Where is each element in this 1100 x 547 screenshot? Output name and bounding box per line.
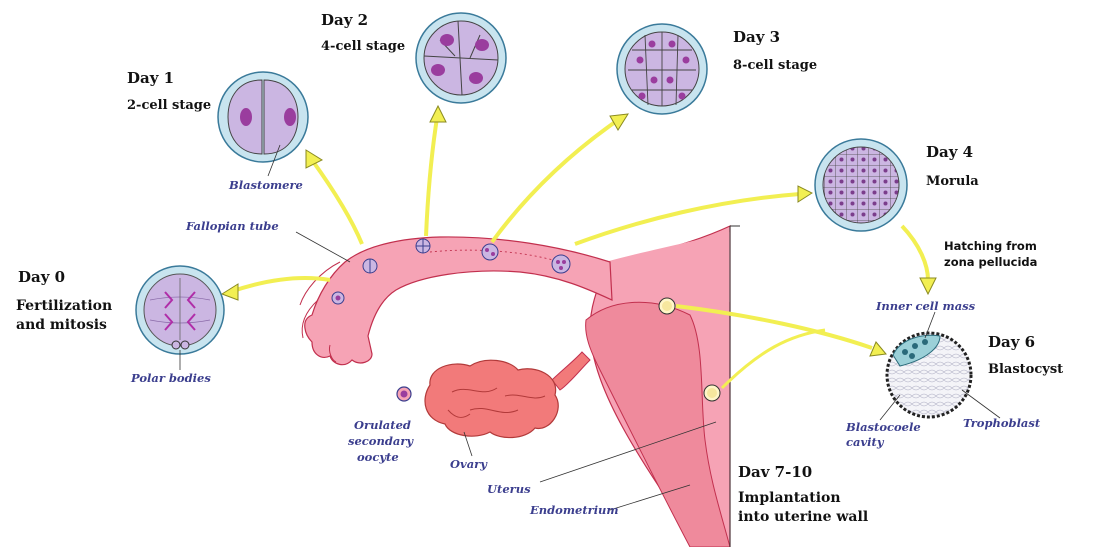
arrow-to-day2 (424, 117, 439, 237)
two-cell-label: 2-cell stage (127, 98, 212, 113)
day1-label: Day 1 (127, 69, 175, 87)
four-cell-embryo (415, 12, 507, 104)
leader-lines (179, 144, 1001, 511)
arrow-to-day1 (310, 158, 364, 245)
day0-label: Day 0 (18, 268, 66, 286)
blastocyst-embryo (885, 331, 973, 419)
trophoblast-label: Trophoblast (963, 416, 1041, 430)
implantation-line2: into uterine wall (738, 509, 869, 525)
morula-embryo (814, 138, 908, 232)
arrow-to-day6 (900, 224, 930, 281)
uterus-label: Uterus (487, 482, 531, 496)
day2-label: Day 2 (321, 11, 369, 29)
day4-label: Day 4 (926, 143, 974, 161)
eight-cell-embryo (616, 23, 708, 115)
fallopian-tube (299, 236, 721, 402)
blastocyst-label: Blastocyst (988, 362, 1064, 377)
ovary (424, 351, 591, 439)
ovulated-line3: oocyte (357, 450, 399, 464)
arrow-uterus-to-blastocyst (675, 304, 873, 350)
blastocoele-line1: Blastocoele (846, 420, 921, 434)
fertilization-line2: and mitosis (16, 317, 107, 333)
arrow-to-day0 (229, 276, 331, 294)
blastocoele-line2: cavity (846, 435, 884, 449)
hatching-line2: zona pellucida (944, 255, 1038, 269)
two-cell-embryo (217, 71, 309, 163)
ovary-label: Ovary (450, 457, 487, 471)
uterus (585, 225, 740, 547)
endometrium-region (585, 301, 731, 547)
inner-cell-mass (892, 334, 941, 367)
endometrium-label: Endometrium (530, 503, 619, 517)
inner-cell-mass-label: Inner cell mass (876, 299, 976, 313)
arrow-to-day3 (490, 118, 620, 244)
arrow-to-day4 (574, 192, 801, 246)
polar-bodies-label: Polar bodies (131, 371, 211, 385)
implantation-line1: Implantation (738, 490, 841, 506)
zygote-day0 (135, 265, 225, 355)
fallopian-tube-label: Fallopian tube (186, 219, 279, 233)
day3-label: Day 3 (733, 28, 781, 46)
day7-label: Dav 7-10 (738, 463, 813, 481)
ovulated-line1: Orulated (354, 418, 411, 432)
day6-label: Day 6 (988, 333, 1036, 351)
hatching-line1: Hatching from (944, 239, 1037, 253)
blastomere-label: Blastomere (229, 178, 303, 192)
four-cell-label: 4-cell stage (321, 39, 406, 54)
ovulated-line2: secondary (348, 434, 414, 448)
fertilization-line1: Fertilization (16, 298, 113, 314)
eight-cell-label: 8-cell stage (733, 58, 818, 73)
morula-label: Morula (926, 174, 979, 189)
arrows (220, 104, 937, 390)
